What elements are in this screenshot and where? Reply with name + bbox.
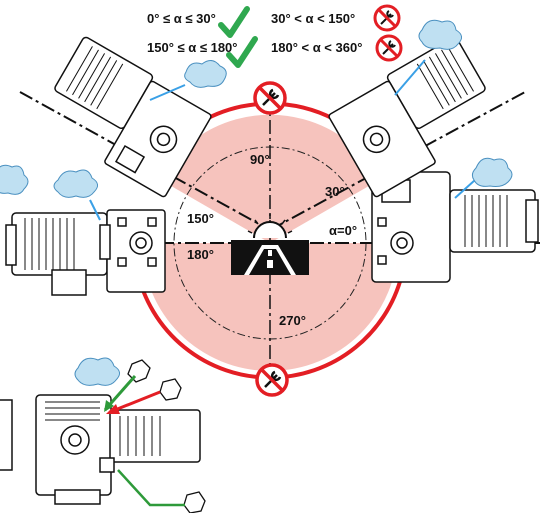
no-wrench-icon [375, 34, 403, 62]
cloud-icon [471, 157, 513, 187]
legend-allowed-1: 0° ≤ α ≤ 30° [147, 11, 216, 26]
no-wrench-icon [255, 363, 289, 397]
gearmotor-detail-bottom [0, 394, 201, 505]
gearmotor-right [371, 171, 539, 283]
gearmotor-upper-left [54, 36, 212, 198]
angle-label-90: 90° [250, 152, 270, 167]
no-wrench-icon [253, 81, 287, 115]
check-icon [226, 36, 258, 68]
cloud-icon [53, 169, 98, 198]
axis-150-deg [19, 91, 271, 231]
angle-label-180: 180° [187, 247, 214, 262]
pointer-green-arrow [104, 400, 114, 412]
legend-forbidden-1: 30° < α < 150° [271, 11, 356, 26]
pointer-green-bottom [117, 469, 185, 507]
legend-allowed-2: 150° ≤ α ≤ 180° [147, 40, 238, 55]
legend-forbidden-2: 180° < α < 360° [271, 40, 363, 55]
angle-label-270: 270° [279, 313, 306, 328]
gearmotor-left [5, 209, 166, 296]
no-wrench-icon [373, 4, 401, 32]
cloud-icon [418, 19, 462, 50]
check-icon [218, 6, 250, 38]
road-symbol [231, 214, 309, 275]
cloud-icon [74, 357, 120, 386]
pointer-blue-right [454, 179, 476, 199]
cloud-icon [184, 60, 227, 88]
gearmotor-upper-right [328, 36, 486, 198]
angle-label-30: 30° [325, 184, 345, 199]
pointer-red [109, 390, 161, 414]
angle-label-0: α=0° [329, 223, 358, 238]
angle-label-150: 150° [187, 211, 214, 226]
pointer-blue-left [89, 199, 101, 221]
pointer-red-arrow [106, 404, 120, 414]
pointer-blue-upper-left [149, 84, 186, 101]
pointer-blue-upper-right [394, 59, 426, 96]
cloud-icon [0, 164, 29, 195]
